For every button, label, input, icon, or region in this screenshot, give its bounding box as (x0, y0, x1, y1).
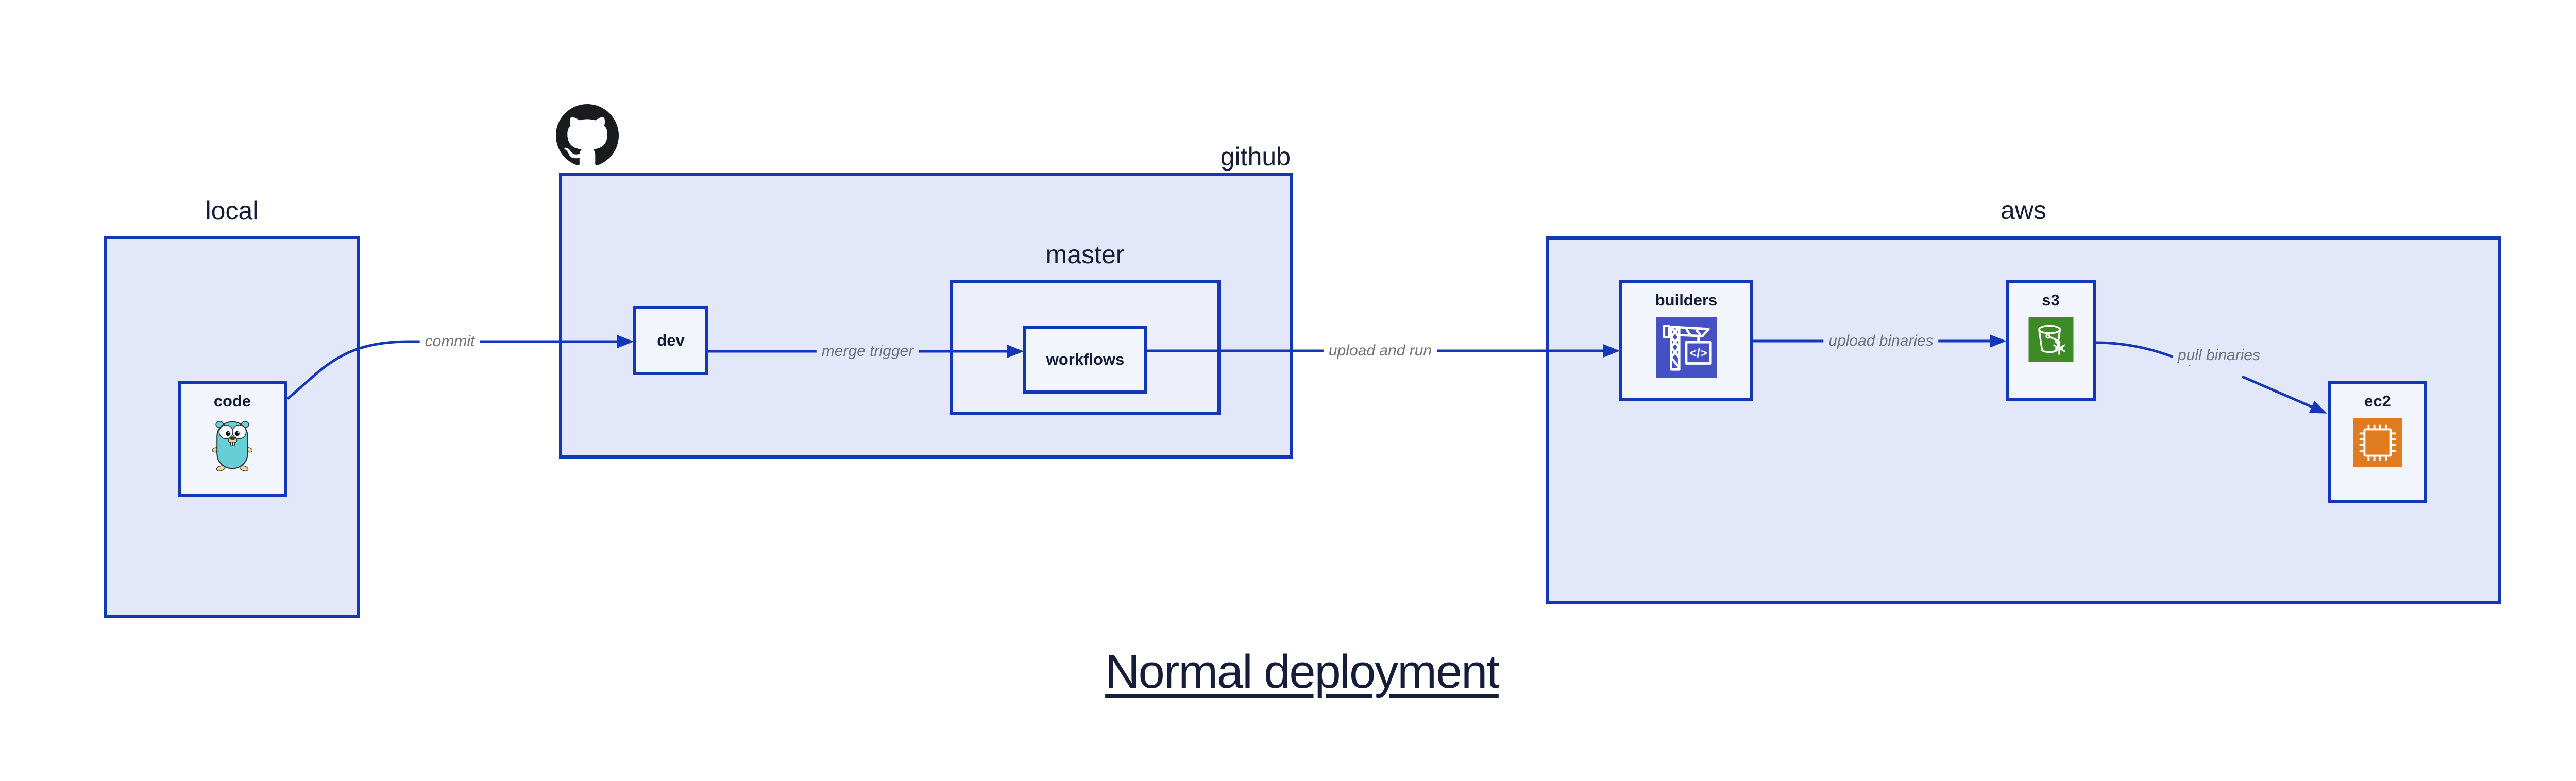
ec2-chip-icon (2353, 418, 2402, 467)
edge-label-upload-binaries: upload binaries (1823, 331, 1939, 351)
node-workflows-label: workflows (1046, 350, 1125, 368)
edge-label-upload-and-run: upload and run (1323, 341, 1437, 361)
node-s3-label: s3 (2042, 291, 2060, 309)
node-dev-label: dev (657, 331, 685, 349)
node-dev: dev (633, 306, 708, 375)
node-ec2: ec2 (2328, 381, 2427, 503)
node-code-label: code (213, 392, 251, 410)
s3-bucket-icon (2028, 317, 2073, 362)
edge-label-merge-trigger: merge trigger (816, 342, 919, 361)
node-builders: builders </> (1619, 280, 1753, 401)
node-s3: s3 (2006, 280, 2096, 401)
aws-container-label: aws (2001, 196, 2046, 225)
diagram-title: Normal deployment (1105, 646, 1500, 698)
node-code: code (178, 381, 287, 497)
svg-text:</>: </> (1690, 347, 1707, 361)
local-container-label: local (205, 196, 259, 225)
node-builders-label: builders (1655, 291, 1718, 309)
edge-label-commit: commit (419, 332, 480, 351)
edge-pull-binaries-end (2242, 375, 2327, 414)
github-octocat-icon (556, 104, 619, 165)
go-gopher-icon (212, 421, 252, 471)
edge-commit (286, 335, 634, 400)
node-ec2-label: ec2 (2364, 392, 2391, 410)
node-workflows: workflows (1023, 326, 1147, 394)
codebuild-crane-icon: </> (1656, 317, 1717, 378)
edge-label-pull-binaries: pull binaries (2172, 346, 2266, 365)
github-container-label: github (1220, 142, 1291, 171)
master-container-label: master (1045, 240, 1125, 269)
